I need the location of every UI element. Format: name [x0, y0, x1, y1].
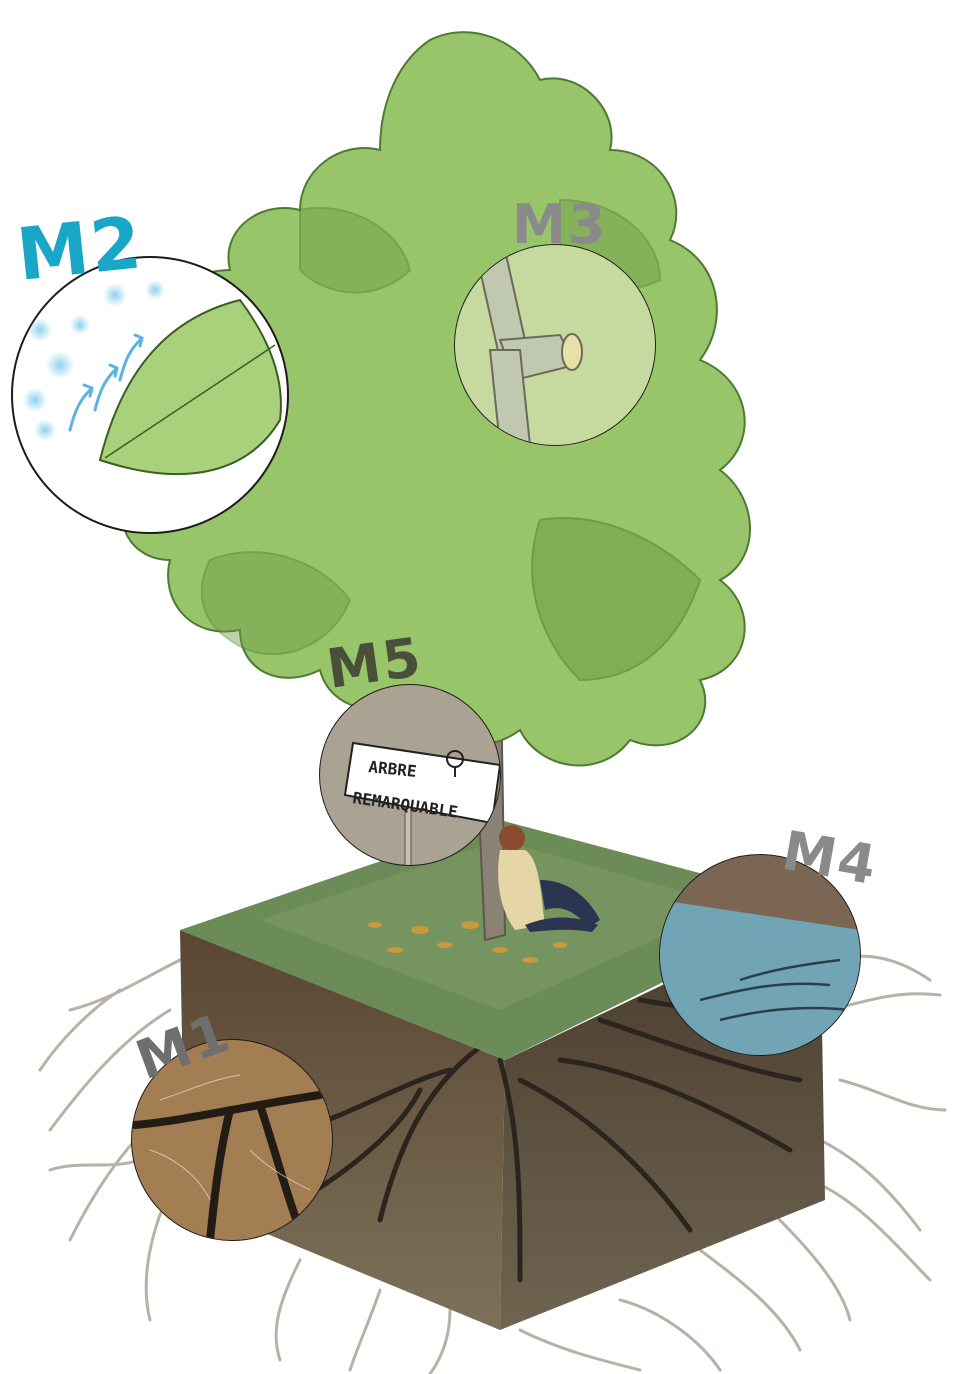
marker-label-m5: M5 — [323, 625, 426, 701]
magnifier-branch — [455, 245, 655, 445]
magnifier-leaf — [12, 257, 288, 533]
marker-label-m3: M3 — [512, 193, 607, 256]
marker-label-m2: M2 — [13, 200, 147, 297]
